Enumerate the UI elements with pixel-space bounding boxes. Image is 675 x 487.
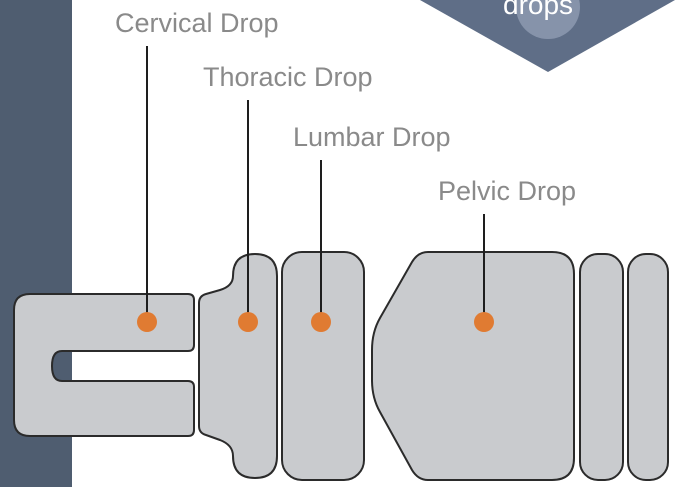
cervical-segment[interactable] <box>14 294 194 436</box>
pelvic-segment[interactable] <box>372 252 574 480</box>
pelvic-marker <box>474 312 494 332</box>
leg-segment-upper[interactable] <box>580 254 623 480</box>
cervical-marker <box>137 312 157 332</box>
leg-segment-lower[interactable] <box>628 254 668 480</box>
badge-label: drops <box>503 0 573 19</box>
lumbar-drop-label: Lumbar Drop <box>293 124 451 151</box>
lumbar-marker <box>311 312 331 332</box>
thoracic-marker <box>238 312 258 332</box>
thoracic-segment[interactable] <box>199 254 277 478</box>
cervical-drop-label: Cervical Drop <box>115 10 279 37</box>
lumbar-segment[interactable] <box>282 252 364 480</box>
pelvic-drop-label: Pelvic Drop <box>438 178 576 205</box>
thoracic-drop-label: Thoracic Drop <box>203 64 373 91</box>
